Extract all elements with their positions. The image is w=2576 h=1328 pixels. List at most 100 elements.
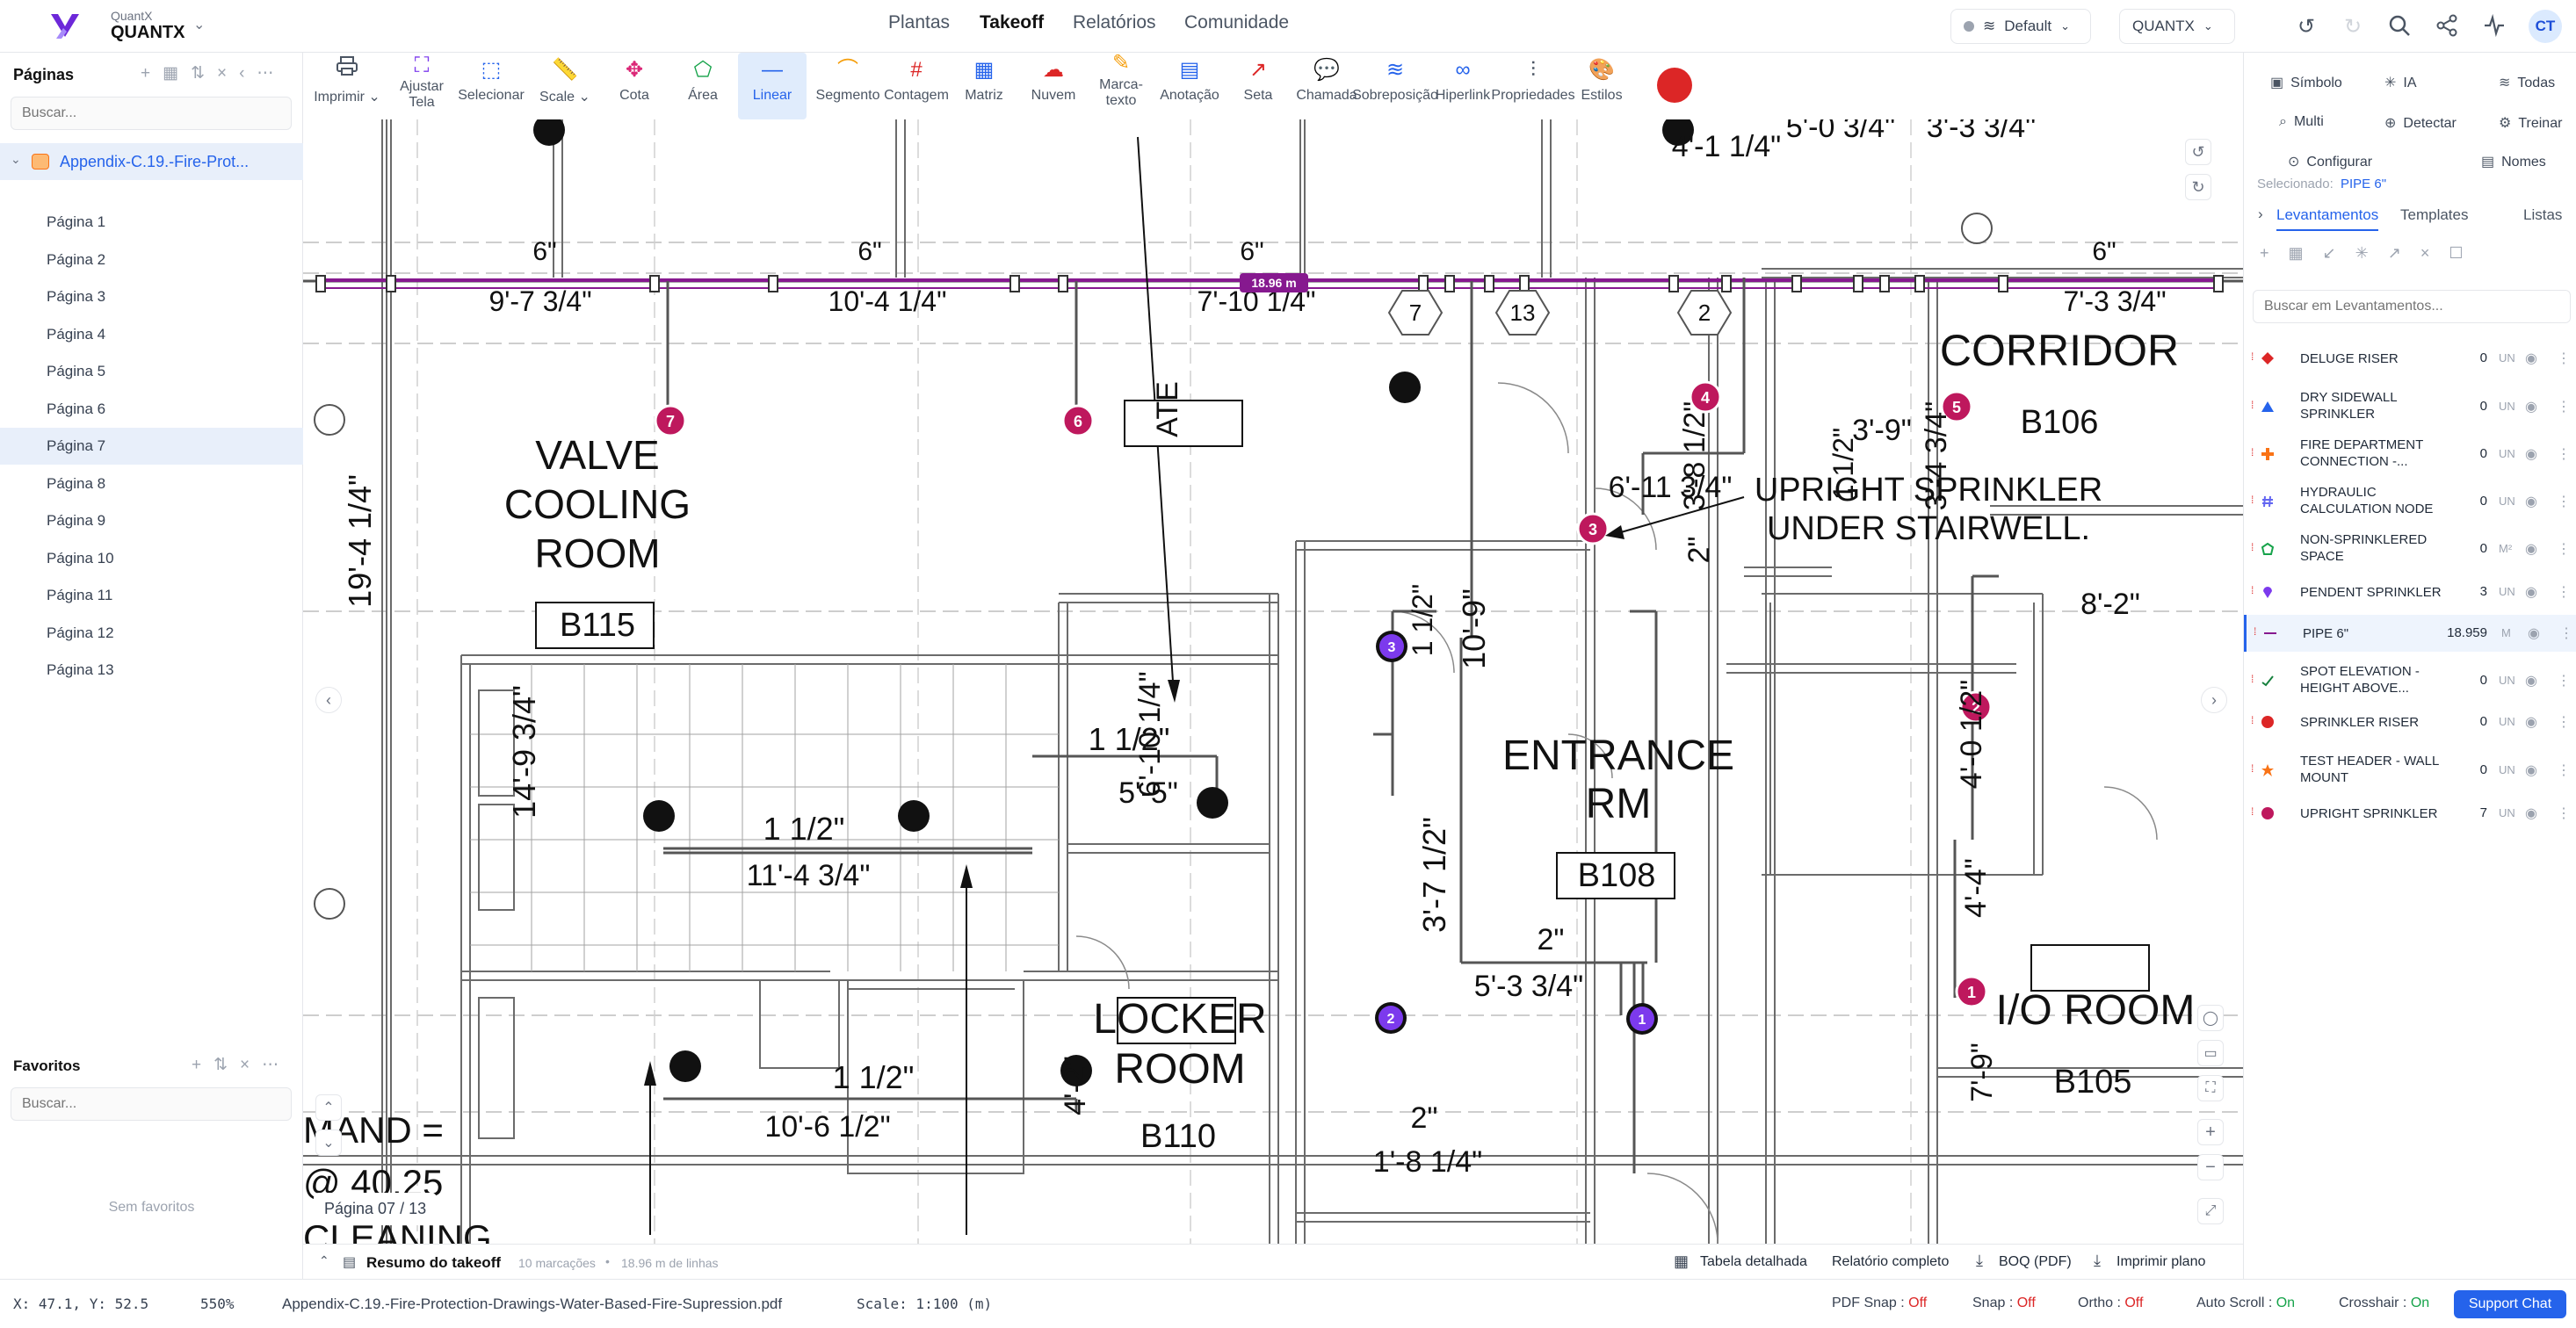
tool-anotacao[interactable]: ▤Anotação bbox=[1154, 53, 1225, 119]
page-item[interactable]: Página 1 bbox=[47, 213, 106, 230]
eye-icon[interactable]: ◉ bbox=[2525, 674, 2537, 689]
drag-handle-icon[interactable]: ⁞ bbox=[2251, 762, 2254, 775]
tab-listas[interactable]: Listas bbox=[2523, 206, 2563, 223]
chat-icon[interactable]: ▭ bbox=[2197, 1040, 2224, 1066]
tool-chamada[interactable]: 💬Chamada bbox=[1292, 53, 1362, 119]
more-icon[interactable]: ⋮ bbox=[2557, 763, 2571, 778]
boq-pdf-button[interactable]: BOQ (PDF) bbox=[1999, 1254, 2072, 1269]
support-chat-button[interactable]: Support Chat bbox=[2454, 1290, 2566, 1318]
drag-handle-icon[interactable]: ⁞ bbox=[2251, 805, 2254, 818]
drag-handle-icon[interactable]: ⁞ bbox=[2251, 541, 2254, 553]
close-icon[interactable]: × bbox=[216, 64, 240, 83]
expand-icon[interactable]: ⤢ bbox=[2197, 1198, 2224, 1224]
nav-takeoff[interactable]: Takeoff bbox=[980, 12, 1045, 32]
share-icon[interactable] bbox=[2435, 14, 2458, 41]
page-item[interactable]: Página 5 bbox=[47, 363, 106, 379]
tool-selecionar[interactable]: ⬚Selecionar bbox=[456, 53, 526, 119]
magic-icon[interactable]: ✳ bbox=[2355, 244, 2388, 262]
more-icon[interactable]: ⋮ bbox=[2557, 447, 2571, 462]
more-icon[interactable]: ⋮ bbox=[2557, 806, 2571, 821]
tool-linear[interactable]: —Linear bbox=[738, 53, 807, 119]
eye-icon[interactable]: ◉ bbox=[2525, 542, 2537, 557]
pdf-snap-toggle[interactable]: PDF Snap : Off bbox=[1832, 1296, 1927, 1311]
app-logo[interactable] bbox=[47, 11, 83, 42]
zoom-out-icon[interactable]: − bbox=[2197, 1154, 2224, 1180]
eye-icon[interactable]: ◉ bbox=[2525, 351, 2537, 366]
eye-icon[interactable]: ◉ bbox=[2525, 494, 2537, 509]
tool-detectar[interactable]: ⊕Detectar bbox=[2384, 114, 2457, 132]
tool-marca-texto[interactable]: ✎Marca-texto bbox=[1089, 53, 1153, 119]
record-button[interactable] bbox=[1657, 68, 1692, 103]
eye-icon[interactable]: ◉ bbox=[2525, 806, 2537, 821]
tool-todas[interactable]: ≋Todas bbox=[2499, 74, 2555, 91]
tool-seta[interactable]: ↗Seta bbox=[1234, 53, 1282, 119]
scroll-down-icon[interactable]: ⌄ bbox=[315, 1130, 342, 1156]
tool-matriz[interactable]: ▦Matriz bbox=[958, 53, 1010, 119]
activity-icon[interactable] bbox=[2483, 13, 2506, 41]
drag-handle-icon[interactable]: ⁞ bbox=[2251, 446, 2254, 458]
more-icon[interactable]: ⋮ bbox=[2557, 400, 2571, 415]
tool-contagem[interactable]: #Contagem bbox=[881, 53, 952, 119]
favorites-search-input[interactable] bbox=[11, 1087, 292, 1121]
close-icon[interactable]: × bbox=[240, 1056, 263, 1074]
tool-nuvem[interactable]: ☁Nuvem bbox=[1026, 53, 1081, 119]
import-icon[interactable]: ↙ bbox=[2322, 244, 2355, 262]
more-icon[interactable]: ⋮ bbox=[2557, 542, 2571, 557]
tool-imprimir[interactable]: Imprimir ⌄ bbox=[312, 53, 382, 119]
page-item[interactable]: Página 6 bbox=[47, 400, 106, 417]
more-icon[interactable]: ⋮ bbox=[2557, 494, 2571, 509]
export-icon[interactable]: ↗ bbox=[2387, 244, 2420, 262]
nav-relatorios[interactable]: Relatórios bbox=[1073, 12, 1156, 32]
page-item[interactable]: Página 9 bbox=[47, 512, 106, 529]
tool-area[interactable]: ⬠Área bbox=[675, 53, 731, 119]
layer-select[interactable]: ≋ Default ⌄ bbox=[1950, 9, 2091, 44]
add-icon[interactable]: + bbox=[2260, 244, 2289, 262]
page-item[interactable]: Página 7 bbox=[0, 428, 303, 465]
drag-handle-icon[interactable]: ⁞ bbox=[2251, 584, 2254, 596]
eye-icon[interactable]: ◉ bbox=[2525, 400, 2537, 415]
relatorio-completo-button[interactable]: Relatório completo bbox=[1832, 1254, 1950, 1269]
more-icon[interactable]: ⋯ bbox=[257, 64, 286, 83]
imprimir-plano-button[interactable]: Imprimir plano bbox=[2117, 1254, 2206, 1269]
drag-handle-icon[interactable]: ⁞ bbox=[2251, 714, 2254, 726]
more-icon[interactable]: ⋮ bbox=[2557, 715, 2571, 730]
eye-icon[interactable]: ◉ bbox=[2525, 447, 2537, 462]
fit-screen-icon[interactable]: ⛶ bbox=[2197, 1075, 2224, 1101]
tool-segmento[interactable]: ⌒Segmento bbox=[813, 53, 883, 119]
zoom-in-icon[interactable]: + bbox=[2197, 1119, 2224, 1145]
brand-chevron-icon[interactable]: ⌄ bbox=[193, 18, 206, 32]
tool-scale[interactable]: 📏Scale ⌄ bbox=[532, 53, 598, 119]
rotate-left-icon[interactable]: ↺ bbox=[2185, 139, 2211, 165]
tool-nomes[interactable]: ▤Nomes bbox=[2481, 153, 2546, 170]
tool-sobreposicao[interactable]: ≋Sobreposição bbox=[1351, 53, 1439, 119]
crosshair-toggle[interactable]: Crosshair : On bbox=[2339, 1296, 2429, 1311]
prev-page-button[interactable]: ‹ bbox=[315, 687, 342, 713]
more-icon[interactable]: ⋮ bbox=[2559, 626, 2573, 641]
drag-handle-icon[interactable]: ⁞ bbox=[2254, 625, 2257, 638]
undo-icon[interactable]: ↺ bbox=[2297, 14, 2316, 39]
ortho-toggle[interactable]: Ortho : Off bbox=[2078, 1296, 2143, 1311]
auto-scroll-toggle[interactable]: Auto Scroll : On bbox=[2196, 1296, 2295, 1311]
tool-propriedades[interactable]: ⫶Propriedades bbox=[1488, 53, 1578, 119]
more-icon[interactable]: ⋯ bbox=[262, 1056, 292, 1074]
next-page-button[interactable]: › bbox=[2201, 687, 2227, 713]
drag-handle-icon[interactable]: ⁞ bbox=[2251, 399, 2254, 411]
eye-icon[interactable]: ◉ bbox=[2528, 626, 2540, 641]
eye-icon[interactable]: ◉ bbox=[2525, 763, 2537, 778]
page-item[interactable]: Página 12 bbox=[47, 624, 114, 641]
grid-icon[interactable]: ▦ bbox=[163, 64, 192, 83]
page-item[interactable]: Página 2 bbox=[47, 250, 106, 268]
tab-templates[interactable]: Templates bbox=[2400, 206, 2469, 223]
pages-search-input[interactable] bbox=[11, 97, 292, 130]
